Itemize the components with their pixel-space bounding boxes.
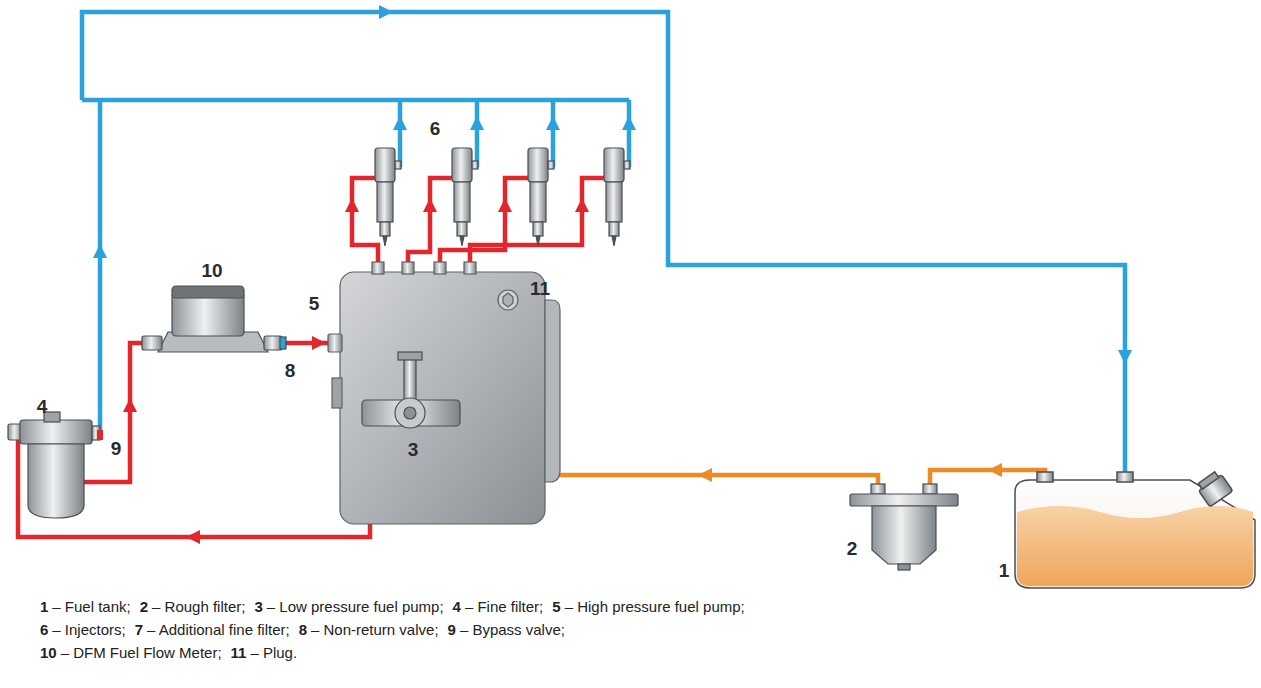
fine-filter: [8, 412, 100, 518]
injector: [375, 148, 630, 246]
legend-item: 7– Additional fine filter;: [135, 621, 290, 639]
legend-item: 10– DFM Fuel Flow Meter;: [40, 644, 222, 662]
part-name: – Fuel tank;: [52, 598, 130, 615]
legend-row: 10– DFM Fuel Flow Meter; 11– Plug.: [40, 644, 306, 662]
callout-number: 1: [999, 561, 1010, 580]
flow-meter: [142, 286, 286, 352]
part-number: 3: [254, 598, 262, 615]
flow-arrow: [698, 463, 1002, 482]
part-number: 9: [448, 621, 456, 638]
part-number: 1: [40, 598, 48, 615]
callout-number: 9: [111, 439, 122, 458]
part-name: – Rough filter;: [152, 598, 245, 615]
legend-item: 3 – Low pressure fuel pump;: [254, 598, 443, 616]
part-number: 6: [40, 621, 48, 638]
part-number: 4: [453, 598, 461, 615]
legend-row: 1– Fuel tank; 2– Rough filter; 3 – Low pres…: [40, 598, 754, 616]
callout-number: 3: [408, 440, 419, 459]
high-pressure-pump: [328, 262, 560, 524]
legend-item: 8– Non-return valve;: [299, 621, 439, 639]
part-name: – Low pressure fuel pump;: [267, 598, 444, 615]
return-line: [82, 12, 1125, 478]
part-name: – DFM Fuel Flow Meter;: [61, 644, 222, 661]
fuel-tank: [1015, 470, 1255, 588]
supply-line: [18, 178, 604, 537]
callout-number: 6: [430, 119, 441, 138]
part-name: – Injectors;: [52, 621, 125, 638]
part-name: – Fine filter;: [465, 598, 543, 615]
rough-filter: [850, 484, 958, 570]
flow-arrow: [93, 5, 1132, 364]
legend-item: 6– Injectors;: [40, 621, 126, 639]
legend-item: 5 – High pressure fuel pump;: [552, 598, 744, 616]
bypass-valve: [97, 430, 103, 440]
callout-number: 8: [285, 361, 296, 380]
part-name: – Bypass valve;: [460, 621, 565, 638]
part-number: 10: [40, 644, 57, 661]
legend-row: 6– Injectors; 7– Additional fine filter; 8…: [40, 621, 574, 639]
legend-item: 2– Rough filter;: [140, 598, 246, 616]
legend-item: 4– Fine filter;: [453, 598, 544, 616]
part-name: – Additional fine filter;: [147, 621, 290, 638]
callout-number: 5: [309, 294, 320, 313]
part-number: 5: [552, 598, 560, 615]
part-name: – Plug.: [250, 644, 297, 661]
callout-number: 4: [37, 397, 48, 416]
callout-number: 11: [530, 279, 550, 298]
callout-number: 10: [201, 261, 222, 280]
legend-item: 1– Fuel tank;: [40, 598, 131, 616]
part-name: – Non-return valve;: [311, 621, 439, 638]
flow-arrow: [123, 198, 589, 544]
low-pressure-pump: [362, 352, 460, 428]
callout-number: 2: [847, 539, 858, 558]
part-number: 11: [231, 644, 247, 661]
legend-item: 9– Bypass valve;: [448, 621, 565, 639]
part-number: 7: [135, 621, 143, 638]
part-number: 2: [140, 598, 148, 615]
part-number: 8: [299, 621, 307, 638]
legend-item: 11– Plug.: [231, 644, 298, 662]
part-name: – High pressure fuel pump;: [565, 598, 745, 615]
